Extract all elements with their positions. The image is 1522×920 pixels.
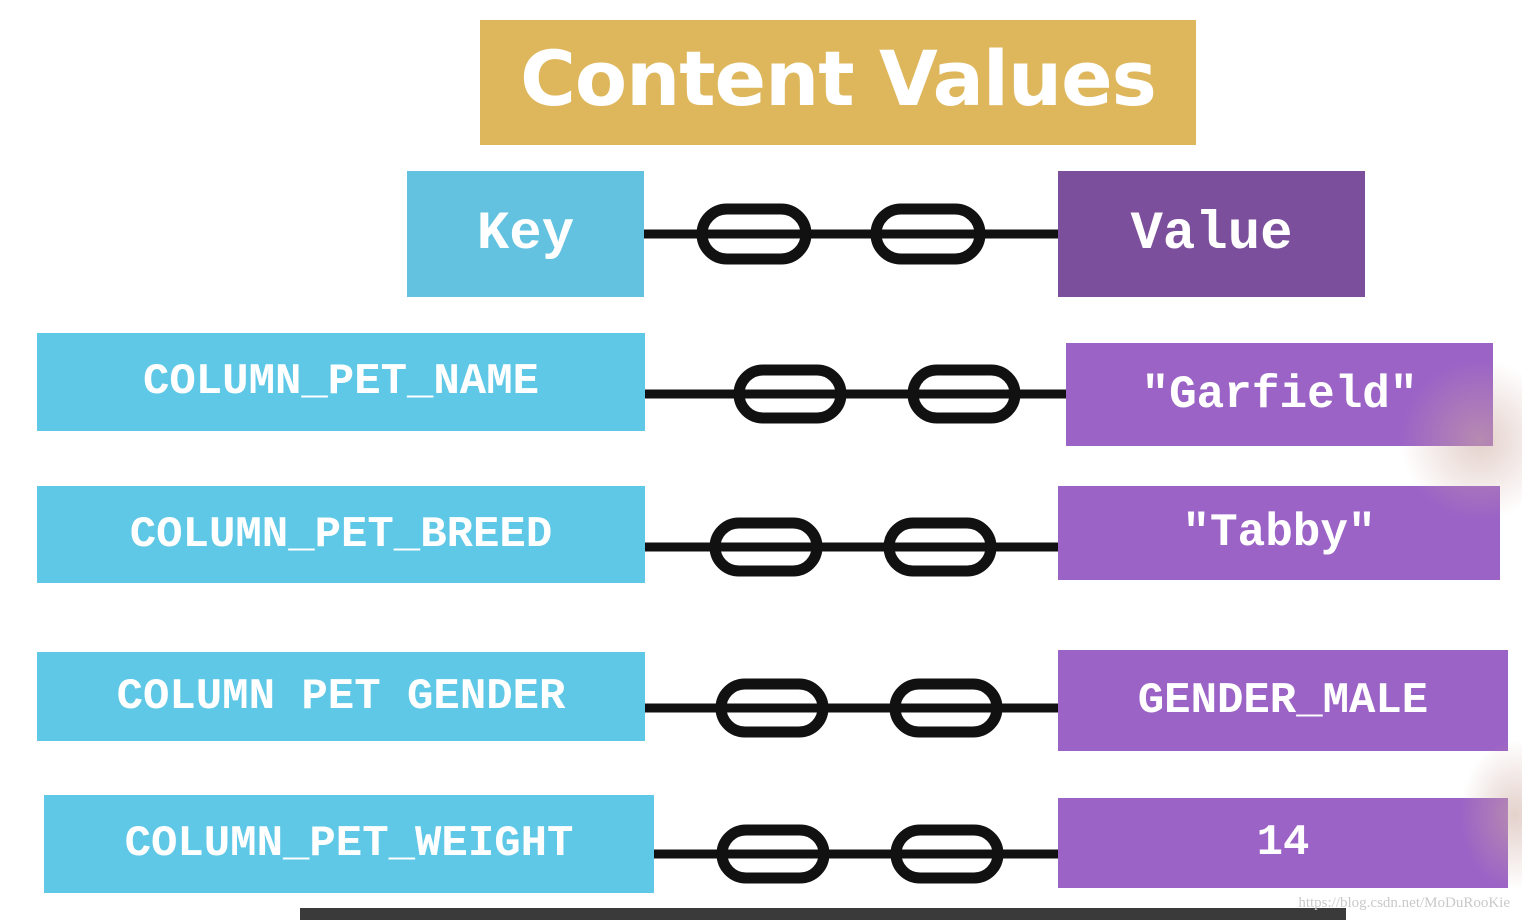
watermark-text: https://blog.csdn.net/MoDuRooKie	[1298, 895, 1510, 911]
key-box-pet-gender: COLUMN PET GENDER	[37, 652, 645, 741]
key-box-pet-weight: COLUMN_PET_WEIGHT	[44, 795, 654, 893]
value-label-pet-weight: 14	[1256, 818, 1310, 868]
hand-smudge	[1400, 360, 1522, 520]
value-label-pet-name: "Garfield"	[1141, 368, 1418, 421]
title-banner: Content Values	[480, 20, 1196, 145]
key-label-pet-weight: COLUMN_PET_WEIGHT	[124, 819, 574, 869]
value-header-label: Value	[1130, 203, 1293, 265]
value-label-pet-breed: "Tabby"	[1182, 507, 1376, 559]
key-box-pet-name: COLUMN_PET_NAME	[37, 333, 645, 431]
chain-icon-pet-weight	[654, 824, 1058, 884]
key-box-pet-breed: COLUMN_PET_BREED	[37, 486, 645, 583]
key-header-label: Key	[476, 203, 575, 265]
key-label-pet-breed: COLUMN_PET_BREED	[129, 509, 553, 560]
value-label-pet-gender: GENDER_MALE	[1137, 675, 1429, 726]
key-header-box: Key	[407, 171, 644, 297]
header-chain-icon	[644, 203, 1058, 265]
diagram-title: Content Values	[520, 34, 1157, 123]
value-box-pet-weight: 14	[1058, 798, 1508, 888]
value-box-pet-breed: "Tabby"	[1058, 486, 1500, 580]
chain-icon-pet-name	[645, 364, 1066, 424]
value-box-pet-gender: GENDER_MALE	[1058, 650, 1508, 751]
chain-icon-pet-breed	[645, 517, 1058, 577]
value-header-box: Value	[1058, 171, 1365, 297]
key-label-pet-name: COLUMN_PET_NAME	[142, 357, 540, 407]
key-label-pet-gender: COLUMN PET GENDER	[116, 671, 566, 722]
bottom-bar	[300, 908, 1346, 920]
chain-icon-pet-gender	[645, 678, 1058, 738]
